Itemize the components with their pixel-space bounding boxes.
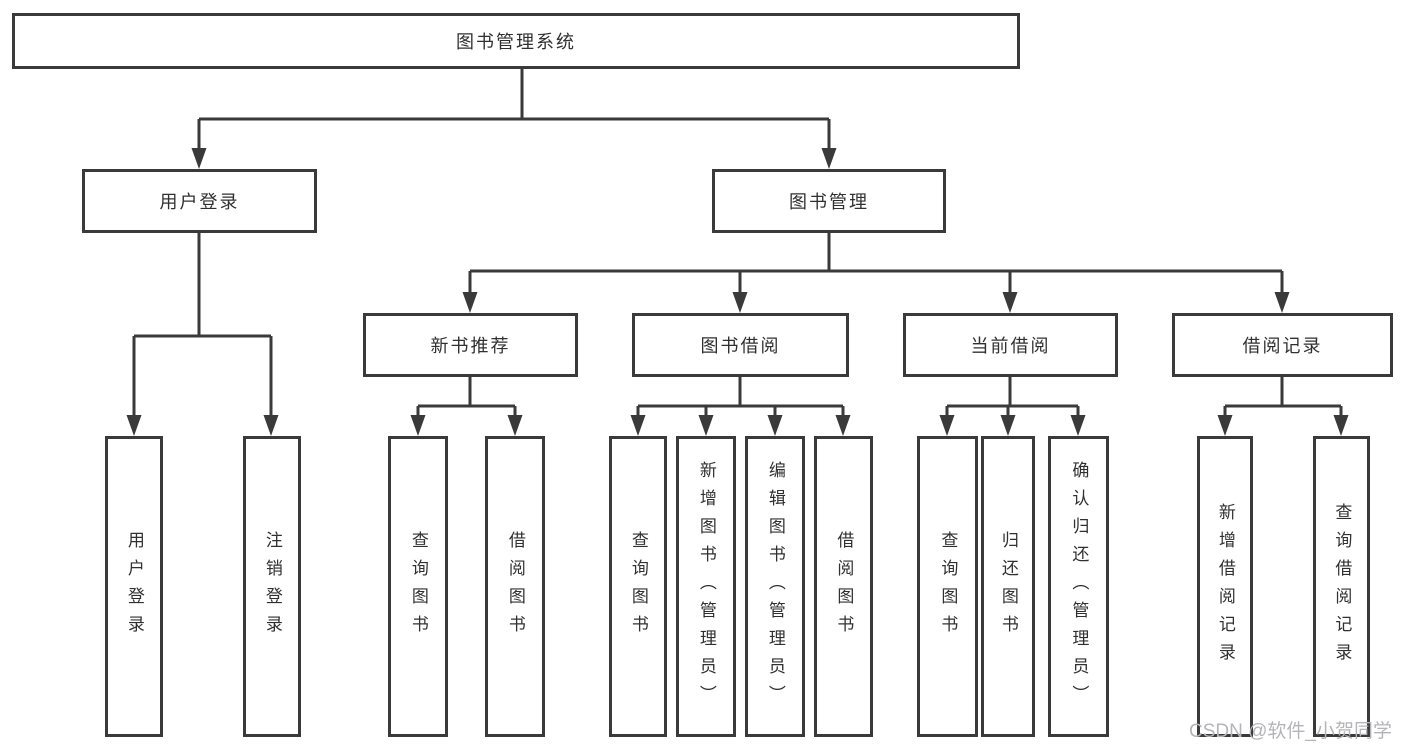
node-label: 确认归还（管理员） xyxy=(1069,460,1089,713)
arrow-icon xyxy=(462,292,478,313)
arrow-icon xyxy=(191,148,207,169)
node-label: 当前借阅 xyxy=(970,336,1051,356)
leaf-query-books: 查询图书 xyxy=(917,436,978,737)
node-label: 注销登录 xyxy=(262,530,282,643)
arrow-icon xyxy=(732,292,748,313)
node-label: 用户登录 xyxy=(124,530,144,643)
leaf-edit-book-admin: 编辑图书（管理员） xyxy=(745,436,805,737)
arrow-icon xyxy=(835,415,851,436)
connector-path xyxy=(132,69,1343,419)
leaf-borrow-books: 借阅图书 xyxy=(485,436,545,737)
node-book-borrowing: 图书借阅 xyxy=(632,313,849,377)
node-label: 查询图书 xyxy=(408,530,428,643)
arrow-icon xyxy=(1333,415,1349,436)
node-label: 新增借阅记录 xyxy=(1215,502,1235,671)
leaf-query-borrow-record: 查询借阅记录 xyxy=(1313,436,1370,737)
leaf-borrow-books: 借阅图书 xyxy=(814,436,873,737)
node-label: 图书借阅 xyxy=(700,336,781,356)
arrow-icon xyxy=(698,415,714,436)
node-label: 编辑图书（管理员） xyxy=(765,460,785,713)
leaf-return-book: 归还图书 xyxy=(981,436,1035,737)
node-label: 借阅图书 xyxy=(834,530,854,643)
leaf-logout: 注销登录 xyxy=(243,436,301,737)
arrow-icon xyxy=(410,415,426,436)
node-book-management: 图书管理 xyxy=(712,169,946,233)
node-current-borrowing: 当前借阅 xyxy=(903,313,1118,377)
node-label: 新增图书（管理员） xyxy=(696,460,716,713)
node-label: 图书管理 xyxy=(789,192,869,212)
node-user-login: 用户登录 xyxy=(82,169,317,233)
node-label: 归还图书 xyxy=(998,530,1018,643)
leaf-query-books: 查询图书 xyxy=(388,436,448,737)
node-new-book-recommendation: 新书推荐 xyxy=(363,313,578,377)
arrow-icon xyxy=(1002,292,1018,313)
leaf-user-login: 用户登录 xyxy=(105,436,163,737)
arrow-icon xyxy=(630,415,646,436)
node-label: 借阅图书 xyxy=(505,530,525,643)
node-label: 借阅记录 xyxy=(1242,336,1323,356)
arrow-icon xyxy=(1070,415,1086,436)
node-label: 图书管理系统 xyxy=(456,32,576,52)
node-label: 新书推荐 xyxy=(430,336,511,356)
node-label: 查询图书 xyxy=(938,530,958,643)
node-borrowing-records: 借阅记录 xyxy=(1172,313,1393,377)
arrow-icon xyxy=(1274,292,1290,313)
csdn-watermark: CSDN @软件_小贺同学 xyxy=(1189,721,1392,742)
leaf-add-book-admin: 新增图书（管理员） xyxy=(676,436,736,737)
arrow-icon xyxy=(821,148,837,169)
leaf-query-books: 查询图书 xyxy=(609,436,667,737)
node-label: 查询借阅记录 xyxy=(1332,502,1352,671)
arrow-icon xyxy=(767,415,783,436)
arrow-icon xyxy=(263,415,279,436)
node-library-system: 图书管理系统 xyxy=(12,13,1020,69)
leaf-confirm-return-admin: 确认归还（管理员） xyxy=(1048,436,1109,737)
arrow-icon xyxy=(507,415,523,436)
arrow-icon xyxy=(1000,415,1016,436)
arrow-icon xyxy=(939,415,955,436)
arrow-icon xyxy=(1217,415,1233,436)
node-label: 用户登录 xyxy=(159,192,240,212)
arrowheads xyxy=(126,148,1349,436)
arrow-icon xyxy=(126,415,142,436)
node-label: 查询图书 xyxy=(628,530,648,643)
leaf-add-borrow-record: 新增借阅记录 xyxy=(1197,436,1253,737)
